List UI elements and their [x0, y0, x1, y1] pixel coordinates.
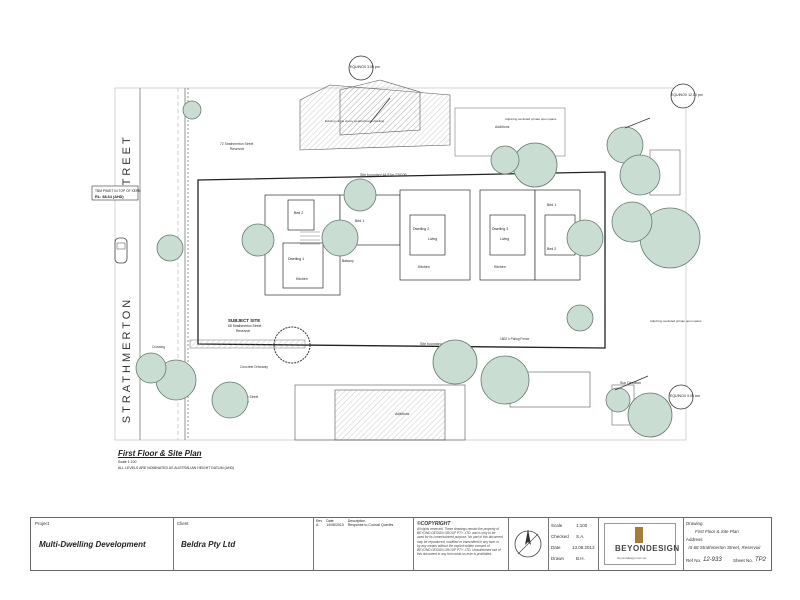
checked-value: S.A.	[576, 534, 585, 539]
concrete-driveway-label: Concrete Driveway	[240, 365, 268, 369]
dwelling-3-living: Living	[500, 237, 509, 241]
drawing-info-cell: Drawing First Floor & Site Plan Address …	[683, 518, 771, 570]
dwelling-2-label: Dwelling 2	[413, 227, 429, 231]
existing-tree-dark	[273, 326, 311, 364]
neighbour-top-label: 72 Strathmerton Street	[220, 142, 253, 146]
rl-label: RL: 88.64 (AHD)	[95, 195, 124, 199]
date-header: Date	[326, 519, 334, 523]
revision-table: Rev Date Description A 14/08/2013 Respon…	[314, 519, 395, 527]
sheet-value: TP2	[755, 557, 767, 563]
driveway-hatch	[189, 339, 306, 349]
rev-value: A	[316, 523, 319, 527]
neighbour-building-bottom	[294, 371, 591, 441]
copyright-cell: ©COPYRIGHT All rights reserved. These dr…	[413, 518, 509, 570]
drawing-label: Drawing	[686, 521, 703, 526]
dwelling-2-kitchen: Kitchen	[418, 265, 430, 269]
equinox-9am: EQUINOX 9.00 am	[670, 394, 700, 398]
dwelling-3-label: Dwelling 3	[492, 227, 508, 231]
dwelling-1-bed: Bed 2	[294, 211, 303, 215]
trees	[135, 100, 701, 438]
adjoining-label-top: Adjoining secluded private open space	[505, 117, 557, 121]
description-header: Description	[347, 519, 366, 523]
client-cell: Client Beldra Pty Ltd	[173, 518, 314, 570]
project-cell: Project Multi-Dwelling Development	[31, 518, 174, 570]
sun-arrows	[369, 97, 651, 391]
neighbour-top-sub: Reservoir	[230, 147, 245, 151]
logo-mark-icon	[635, 527, 643, 543]
dwelling-1-label: Dwelling 1	[288, 257, 304, 261]
sun-direction-label: Sun Direction	[620, 381, 641, 385]
adjoining-label-right: Adjoining secluded private open space	[650, 319, 702, 323]
drawn-value: B.H.	[576, 556, 585, 561]
north-arrow-cell	[508, 518, 549, 570]
street-name-lower: STRATHMERTON	[121, 297, 133, 423]
ref-label: Ref No.	[686, 558, 702, 563]
rev-date: 14/08/2013	[326, 523, 344, 527]
rev-description: Response to Council Queries	[347, 523, 394, 527]
drawing-value: First Floor & Site Plan	[695, 529, 739, 534]
title-block: Project Multi-Dwelling Development Clien…	[30, 517, 772, 571]
dwelling-4-bed2: Bed 2	[547, 247, 556, 251]
ref-value: 12-933	[703, 557, 722, 563]
scale-label: Scale	[551, 523, 563, 528]
revision-row: A 14/08/2013 Response to Council Queries	[314, 523, 395, 527]
address-label: Address	[686, 537, 703, 542]
paling-fence-label: 1800 h Paling Fence	[500, 337, 529, 341]
stairs	[300, 231, 320, 245]
revision-cell: Rev Date Description A 14/08/2013 Respon…	[313, 518, 414, 570]
subject-site-addr: 68 Strathmerton Street	[228, 324, 261, 328]
equinox-12pm: EQUINOX 12.00 pm	[671, 93, 703, 97]
drawn-label: Drawn	[551, 556, 565, 561]
crossing-label: Crossing	[152, 345, 165, 349]
project-value: Multi-Dwelling Development	[39, 540, 146, 549]
car-icon	[114, 237, 128, 264]
dwelling-1-kitchen: Kitchen	[296, 277, 308, 281]
site-boundary	[197, 171, 606, 349]
balcony-label: Balcony	[342, 259, 354, 263]
sheet-label: Sheet No.	[733, 558, 754, 563]
drawing-note: ALL LEVELS ARE NOMINATED AS AUSTRALIAN H…	[118, 466, 235, 470]
drawing-scale: Scale 1:100	[118, 460, 137, 464]
additions-bottom-label: Additions	[395, 412, 410, 416]
north-arrow-icon	[514, 529, 542, 558]
copyright-body: All rights reserved. These drawings rema…	[417, 527, 503, 557]
dwelling-3-kitchen: Kitchen	[494, 265, 506, 269]
checked-label: Checked	[551, 534, 569, 539]
logo-sub: beyonddesign.com.au	[617, 556, 647, 560]
sun-equinox-badges	[348, 55, 696, 410]
dwelling-4-bed1: Bed 1	[547, 203, 556, 207]
dwelling-2-living: Living	[428, 237, 437, 241]
additions-top-label: Additions	[495, 125, 510, 129]
project-label: Project	[35, 521, 50, 526]
neighbour-building-top	[299, 79, 451, 151]
drawing-title: First Floor & Site Plan	[118, 449, 202, 458]
subject-site-label: SUBJECT SITE	[228, 318, 260, 323]
address-value: At 68 Strathmerton Street, Reservoir	[688, 545, 761, 550]
rev-header: Rev	[316, 519, 323, 523]
logo-text: BEYONDESIGN	[615, 544, 680, 553]
tbm-label: TBM PIN/ET IN TOP OF KERB	[95, 189, 141, 193]
client-value: Beldra Pty Ltd	[181, 540, 236, 549]
equinox-3pm: EQUINOX 3.00 pm	[350, 65, 380, 69]
dwelling-1-bed1: Bed 1	[355, 219, 364, 223]
boundary-top-label: Site boundary 44.87m 270°00'	[360, 173, 407, 177]
scale-value: 1:100	[576, 523, 588, 528]
logo-cell: BEYONDESIGN beyonddesign.com.au	[598, 518, 684, 570]
date-value: 13.08.2013	[572, 545, 595, 550]
date-label: Date	[551, 545, 561, 550]
dwelling-plans	[264, 189, 581, 296]
beyond-design-logo: BEYONDESIGN beyonddesign.com.au	[604, 523, 679, 565]
copyright-title: ©COPYRIGHT	[417, 521, 451, 527]
client-label: Client	[177, 521, 189, 526]
revision-header-row: Rev Date Description	[314, 519, 395, 523]
street-name-upper: STREET	[121, 134, 133, 195]
meta-cell: Scale 1:100 Checked S.A. Date 13.08.2013…	[548, 518, 599, 570]
tbm-box	[91, 185, 139, 201]
existing-single-label: Existing single storey weatherboard dwel…	[325, 119, 384, 123]
subject-site-suburb: Reservoir	[236, 329, 251, 333]
